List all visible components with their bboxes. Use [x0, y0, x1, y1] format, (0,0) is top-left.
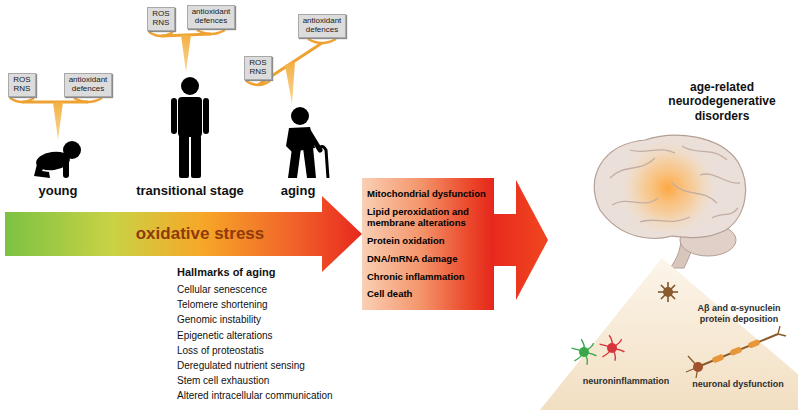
consequence-item: Protein oxidation — [367, 235, 489, 246]
antioxidant-box: antioxidant defences — [64, 73, 113, 97]
scale-pivot — [181, 35, 191, 72]
baby-icon — [34, 141, 81, 178]
box-label: antioxidant defences — [192, 8, 231, 26]
pathology-label: neuroninflammation — [580, 376, 672, 387]
cell-body — [607, 343, 617, 353]
dendrite — [778, 334, 786, 336]
cerebrum — [594, 135, 745, 238]
axon — [700, 334, 778, 366]
gyrus — [610, 158, 655, 178]
arrow-body — [5, 196, 362, 272]
neuron-soma — [693, 362, 703, 372]
leg — [179, 135, 189, 178]
stage-label: young — [23, 183, 93, 199]
disorder-heading: age-related neurodegenerative disorders — [652, 80, 792, 123]
myelin-segment — [729, 346, 742, 356]
balance-scale — [246, 39, 336, 104]
pathology-triangle: Aβ and α-synuclein protein deposition neu… — [540, 258, 798, 410]
red-arrow — [488, 180, 548, 300]
scale-pivot — [53, 102, 63, 140]
gyrus — [612, 198, 658, 205]
arrow-label: oxidative stress — [80, 212, 320, 256]
consequence-item: Cell death — [367, 288, 489, 299]
pathology-label: Aβ and α-synuclein protein deposition — [684, 303, 794, 325]
cell-body — [579, 347, 589, 357]
gyrus — [640, 217, 690, 222]
elderly-icon — [286, 107, 328, 178]
arm — [171, 98, 177, 134]
consequence-item: Mitochondrial dysfunction — [367, 188, 489, 199]
glial-cell — [600, 335, 625, 360]
arm — [63, 156, 69, 178]
adult-icon — [171, 77, 209, 178]
hallmark-item: Cellular senescence — [177, 284, 362, 296]
myelin-segment — [747, 339, 760, 349]
cane — [318, 147, 328, 179]
antioxidant-box: antioxidant defences — [187, 5, 236, 29]
neuron-icon — [686, 326, 786, 378]
hallmark-item: Deregulated nutrient sensing — [177, 360, 362, 372]
box-label: ROS RNS — [249, 59, 266, 77]
gyrus — [682, 146, 727, 160]
antioxidant-box: antioxidant defences — [298, 14, 347, 38]
hallmark-item: Stem cell exhaustion — [177, 375, 362, 387]
consequence-box: Mitochondrial dysfunctionLipid peroxidat… — [362, 178, 494, 310]
ros-box: ROS RNS — [8, 73, 35, 97]
ros-box: ROS RNS — [147, 7, 174, 31]
hallmark-item: Telomere shortening — [177, 299, 362, 311]
leg — [191, 135, 201, 178]
gyrus — [630, 150, 675, 153]
pathology-label: neuronal dysfunction — [688, 379, 788, 390]
gyrus — [672, 183, 717, 203]
myelin-segment — [711, 354, 724, 364]
stress-arrow: oxidative stress — [5, 196, 362, 272]
torso — [178, 97, 202, 137]
brain-illustration — [594, 135, 745, 268]
hallmark-item: Loss of proteostatis — [177, 345, 362, 357]
gyrus — [712, 208, 738, 218]
ros-box: ROS RNS — [244, 56, 271, 80]
stage-label: transitional stage — [125, 183, 255, 199]
balance-scale — [10, 98, 102, 140]
consequence-item: DNA/mRNA damage — [367, 253, 489, 264]
consequence-item: Lipid peroxidation and membrane alterati… — [367, 206, 489, 229]
leg — [303, 147, 316, 178]
scale-pan — [308, 39, 336, 43]
microglia-body — [663, 287, 673, 297]
dendrite — [778, 326, 780, 334]
microglia-icon — [658, 282, 678, 302]
hallmark-item: Epigenetic alterations — [177, 330, 362, 342]
balance-scale — [149, 30, 225, 72]
head — [291, 107, 309, 125]
arm — [203, 98, 209, 134]
box-label: ROS RNS — [152, 10, 169, 28]
box-label: antioxidant defences — [69, 76, 108, 94]
leg — [34, 160, 50, 178]
leg — [288, 148, 301, 178]
glial-cell — [572, 339, 597, 364]
stage-label: aging — [263, 183, 333, 199]
gyrus — [700, 174, 740, 183]
hallmarks-heading: Hallmarks of aging — [177, 266, 352, 279]
box-label: antioxidant defences — [303, 17, 342, 35]
consequence-item: Chronic inflammation — [367, 271, 489, 282]
triangle-fill — [540, 258, 798, 410]
box-label: ROS RNS — [13, 76, 30, 94]
head — [181, 77, 199, 95]
brain-glow — [620, 140, 716, 236]
hallmark-item: Altered intracellular communication — [177, 390, 362, 402]
brain-gyri — [610, 146, 740, 222]
hallmark-item: Genomic instability — [177, 314, 362, 326]
scale-pivot — [285, 62, 295, 104]
